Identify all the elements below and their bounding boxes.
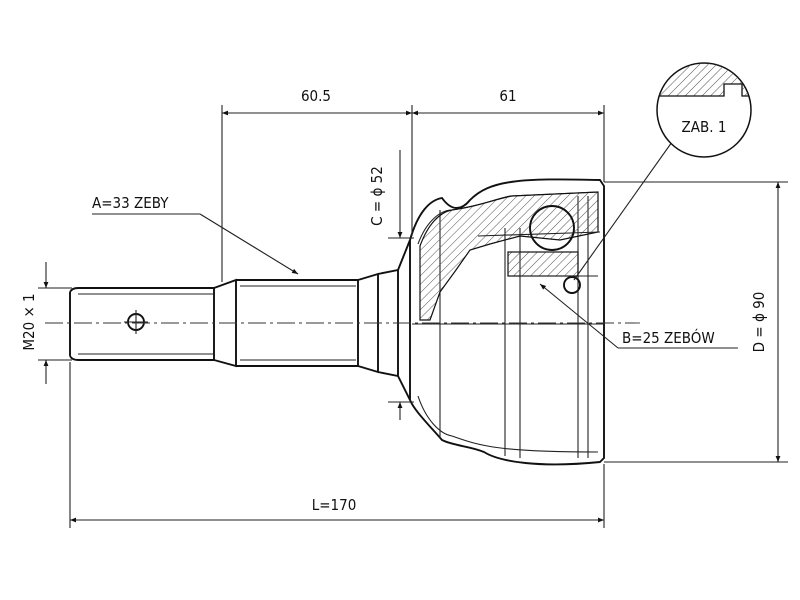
leader-lines xyxy=(92,141,738,349)
dim-61: 61 xyxy=(499,87,516,105)
detail-label: ZAB. 1 xyxy=(682,118,727,136)
dimension-lines xyxy=(38,105,788,528)
shaft xyxy=(69,239,411,401)
label-a-splines: A=33 ZEBY xyxy=(92,194,169,212)
joint-housing xyxy=(409,178,605,466)
dim-d-90: D = ϕ 90 xyxy=(750,292,768,353)
dim-60-5: 60.5 xyxy=(301,87,331,105)
detail-bubble xyxy=(656,62,752,158)
label-b-splines: B=25 ZEBÓW xyxy=(622,328,715,347)
dim-m20: M20 × 1 xyxy=(20,293,38,350)
dim-l-170: L=170 xyxy=(312,496,357,514)
dim-c-52: C = ϕ 52 xyxy=(368,166,386,226)
